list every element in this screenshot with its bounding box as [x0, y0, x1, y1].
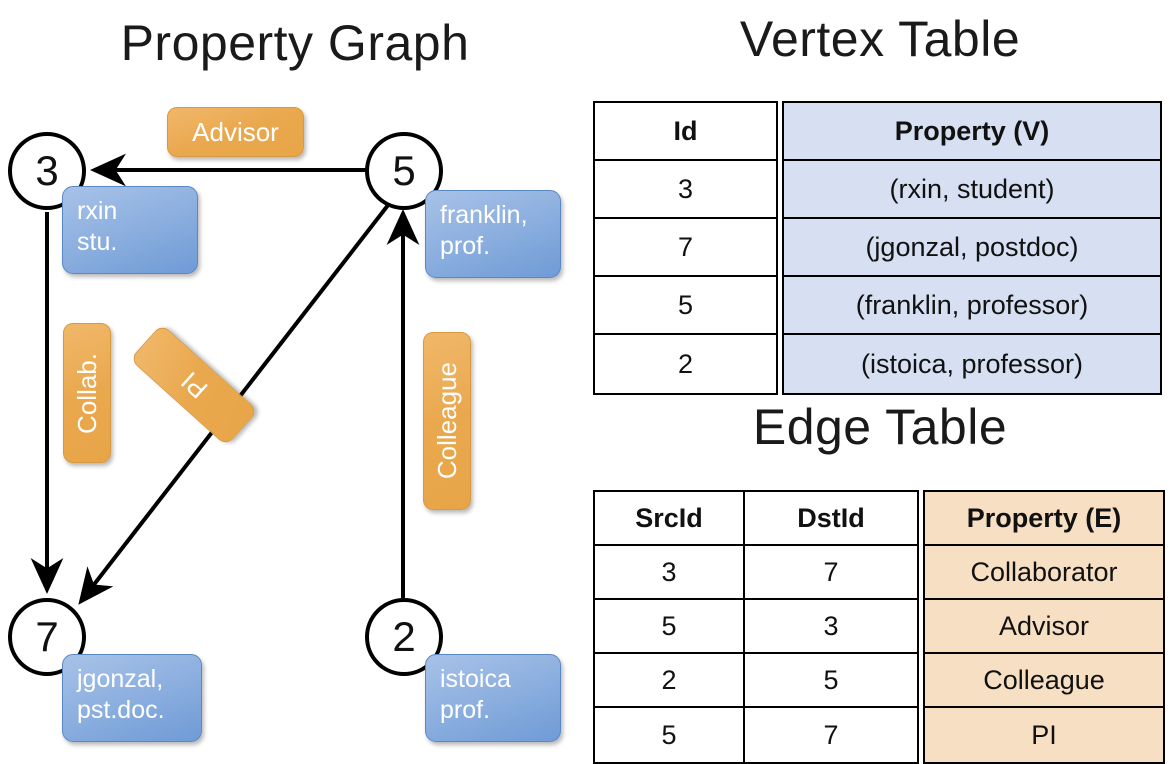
- graph-node-2-label: 2: [392, 613, 416, 660]
- graph-node-3-label: 3: [35, 147, 59, 194]
- vertex-table-column-property: Property (V) (rxin, student) (jgonzal, p…: [782, 101, 1162, 395]
- table-row: Advisor: [925, 600, 1163, 654]
- property-graph-diagram: 3 5 7 2 rxin stu. franklin, prof. jgonza…: [8, 107, 561, 742]
- node-property-box-istoica[interactable]: istoica prof.: [425, 654, 561, 742]
- edge-table-column-srcid: SrcId 3 5 2 5: [593, 490, 745, 764]
- node-property-line-2: pst.doc.: [77, 696, 165, 725]
- edge-table-column-dstid: DstId 7 3 5 7: [743, 490, 919, 764]
- edge-table: SrcId 3 5 2 5 DstId 7 3 5 7 Property (E)…: [593, 490, 1165, 764]
- node-property-line-1: jgonzal,: [77, 665, 164, 693]
- table-row: (jgonzal, postdoc): [784, 219, 1160, 277]
- node-property-line-2: stu.: [77, 228, 118, 257]
- table-row: (rxin, student): [784, 161, 1160, 219]
- edge-table-column-property: Property (E) Collaborator Advisor Collea…: [923, 490, 1165, 764]
- table-row: 5: [745, 654, 917, 708]
- node-property-line-2: prof.: [440, 232, 491, 261]
- table-row: 7: [595, 219, 776, 277]
- vertex-table-header-id: Id: [595, 103, 776, 161]
- table-row: 5: [595, 277, 776, 335]
- edge-table-header-property: Property (E): [925, 492, 1163, 546]
- table-row: 3: [595, 161, 776, 219]
- node-property-box-jgonzal[interactable]: jgonzal, pst.doc.: [62, 654, 202, 742]
- table-row: Colleague: [925, 654, 1163, 708]
- edge-label-colleague-text: Colleague: [431, 362, 462, 480]
- table-row: PI: [925, 708, 1163, 762]
- table-row: Collaborator: [925, 546, 1163, 600]
- edge-table-header-dstid: DstId: [745, 492, 917, 546]
- table-row: 5: [595, 600, 743, 654]
- graph-node-7-label: 7: [35, 613, 59, 660]
- table-row: 2: [595, 335, 776, 393]
- page-title-property-graph: Property Graph: [120, 15, 470, 71]
- table-row: (franklin, professor): [784, 277, 1160, 335]
- graph-node-5-label: 5: [392, 147, 416, 194]
- page-title-edge-table: Edge Table: [752, 399, 1008, 455]
- page-title-vertex-table: Vertex Table: [739, 11, 1021, 67]
- table-row: (istoica, professor): [784, 335, 1160, 393]
- edge-table-header-srcid: SrcId: [595, 492, 743, 546]
- graph-node-2[interactable]: 2: [365, 598, 443, 676]
- graph-node-5[interactable]: 5: [365, 132, 443, 210]
- table-row: 3: [595, 546, 743, 600]
- table-row: 2: [595, 654, 743, 708]
- table-row: 3: [745, 600, 917, 654]
- node-property-line-1: istoica: [440, 665, 511, 693]
- node-property-line-2: prof.: [440, 696, 491, 725]
- node-property-line-1: franklin,: [440, 201, 528, 229]
- edge-label-collab[interactable]: Collab.: [63, 323, 111, 463]
- vertex-table: Id 3 7 5 2 Property (V) (rxin, student) …: [593, 101, 1162, 395]
- node-property-box-franklin[interactable]: franklin, prof.: [425, 190, 561, 278]
- edge-label-advisor-text: Advisor: [192, 116, 279, 147]
- table-row: 7: [745, 546, 917, 600]
- edge-label-collab-text: Collab.: [71, 352, 102, 434]
- edge-label-pi-text: PI: [174, 365, 213, 405]
- edge-label-colleague[interactable]: Colleague: [423, 332, 471, 510]
- table-row: 7: [745, 708, 917, 762]
- vertex-table-header-property: Property (V): [784, 103, 1160, 161]
- node-property-line-1: rxin: [77, 197, 118, 225]
- node-property-box-rxin[interactable]: rxin stu.: [62, 186, 198, 274]
- vertex-table-column-id: Id 3 7 5 2: [593, 101, 778, 395]
- table-row: 5: [595, 708, 743, 762]
- edge-label-advisor[interactable]: Advisor: [167, 107, 304, 157]
